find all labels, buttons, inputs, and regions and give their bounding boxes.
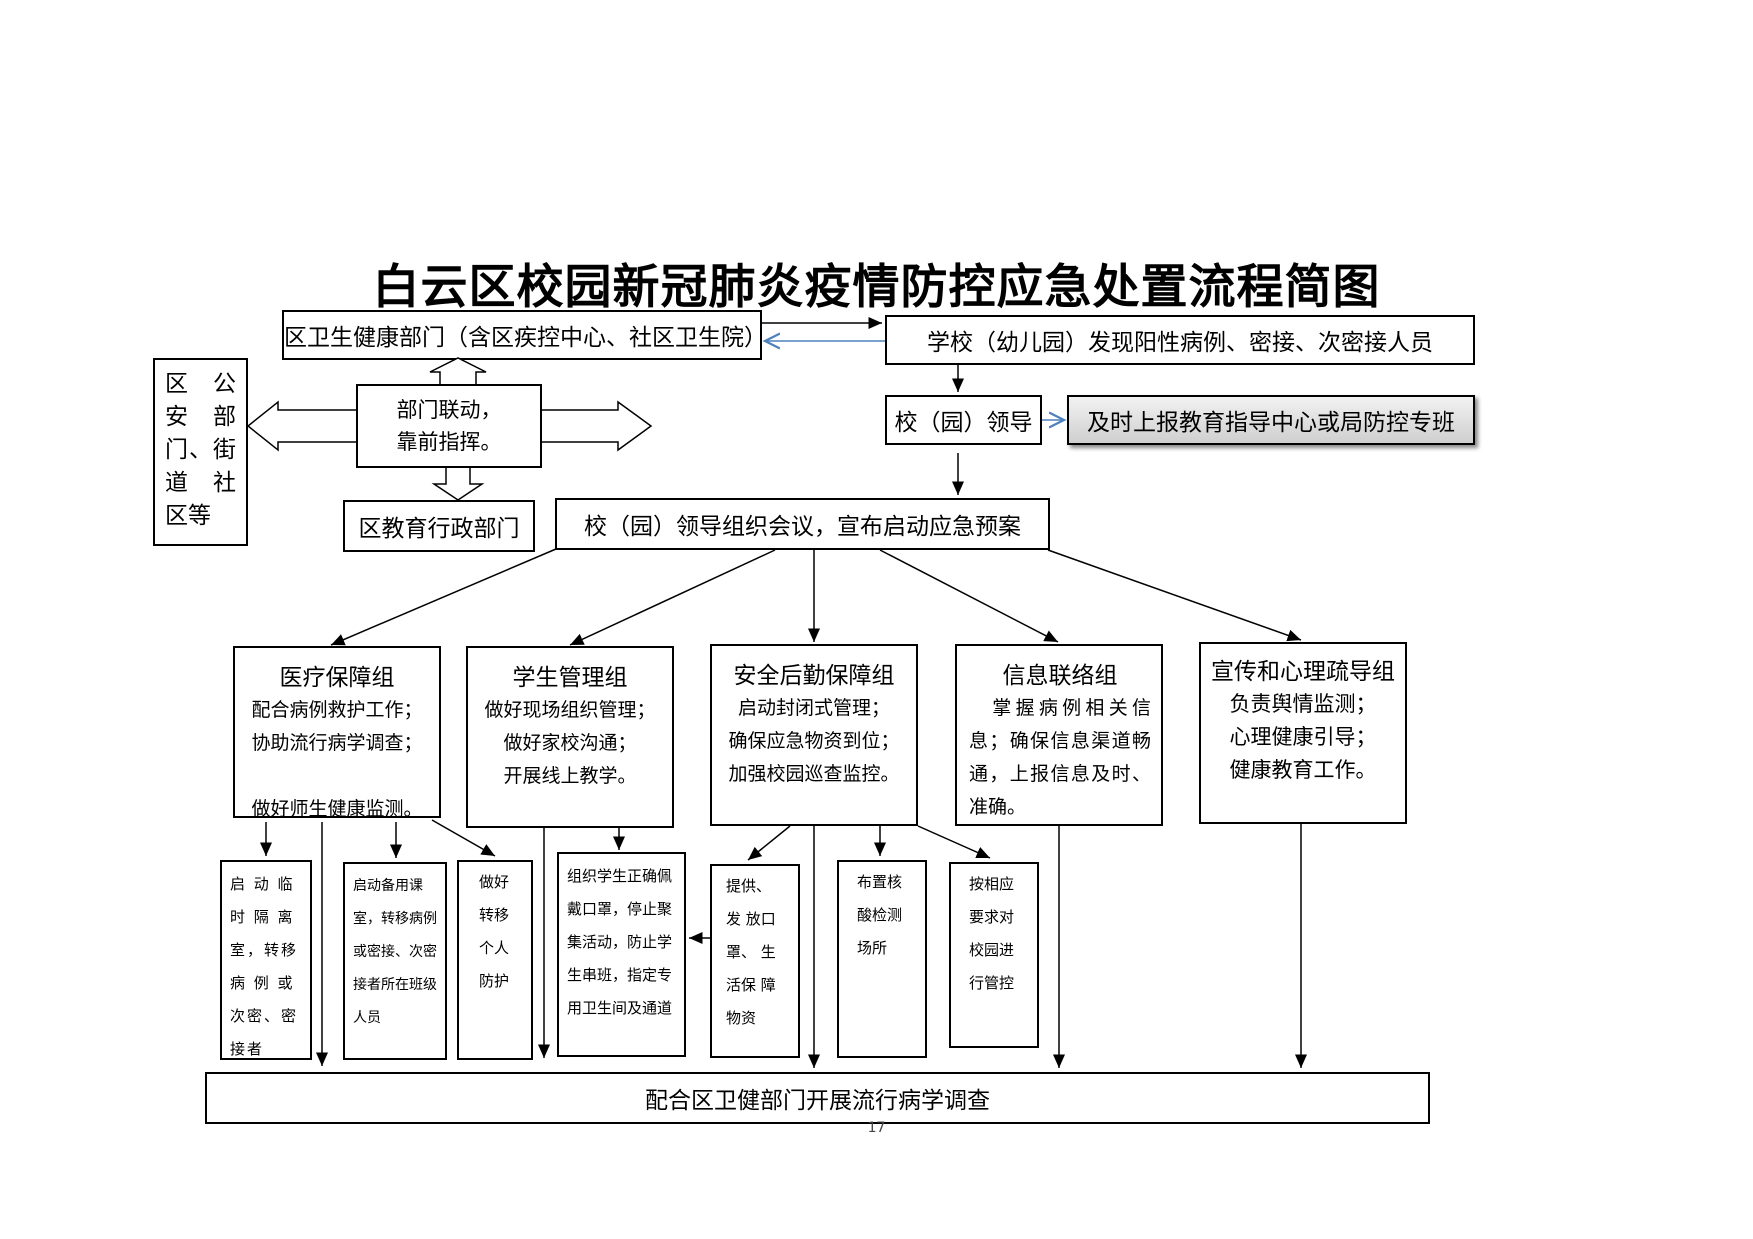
group-logistics: 安全后勤保障组 启动封闭式管理； 确保应急物资到位； 加强校园巡查监控。 [710, 644, 918, 826]
bottom-box: 配合区卫健部门开展流行病学调查 [205, 1072, 1430, 1124]
subtask-label: 做好 转移 个人 防护 [479, 873, 510, 990]
block-arrow-down [431, 468, 485, 501]
meeting-label: 校（园）领导组织会议，宣布启动应急预案 [584, 514, 1021, 540]
subtask-testing: 布置核 酸检测 场所 [837, 860, 927, 1058]
page-number: 17 [867, 1120, 886, 1136]
subtask-protection: 做好 转移 个人 防护 [457, 860, 533, 1060]
arrow-meeting-to-liaison [879, 549, 1059, 643]
group-name: 学生管理组 [512, 665, 628, 691]
group-text: 配合病例救护工作； 协助流行病学调查； 做好师生健康监测。 [251, 699, 423, 820]
school-finds-label: 学校（幼儿园）发现阳性病例、密接、次密接人员 [927, 330, 1433, 356]
health-dept-box: 区卫生健康部门（含区疾控中心、社区卫生院） [282, 310, 767, 360]
group-name: 医疗保障组 [279, 665, 395, 691]
subtask-supplies: 提供、发 放口罩、 生活保 障物资 [710, 864, 800, 1058]
block-arrow-up [429, 357, 487, 384]
subtask-label: 启 动 临 时 隔 离 室，转移 病 例 或 次密、密 接者 [230, 875, 299, 1058]
group-student: 学生管理组 做好现场组织管理； 做好家校沟通； 开展线上教学。 [466, 646, 674, 828]
health-dept-label: 区卫生健康部门（含区疾控中心、社区卫生院） [284, 325, 767, 351]
subtask-label: 启动备用课室，转移病例或密接、次密接者所在班级人员 [353, 878, 437, 1026]
block-arrow-left [246, 400, 356, 452]
subtask-masks: 组织学生正确佩戴口罩，停止聚集活动，防止学生串班，指定专用卫生间及通道 [557, 852, 686, 1057]
bottom-label: 配合区卫健部门开展流行病学调查 [645, 1088, 990, 1114]
group-medical: 医疗保障组 配合病例救护工作； 协助流行病学调查； 做好师生健康监测。 [233, 646, 441, 820]
joint-command-label: 部门联动， 靠前指挥。 [396, 398, 502, 454]
page-title: 白云区校园新冠肺炎疫情防控应急处置流程简图 [372, 260, 1381, 315]
subtask-label: 组织学生正确佩戴口罩，停止聚集活动，防止学生串班，指定专用卫生间及通道 [567, 867, 673, 1017]
subtask-label: 提供、发 放口罩、 生活保 障物资 [726, 877, 776, 1027]
police-dept-label: 区 公 安 部 门、街 道 社 区等 [165, 371, 236, 529]
joint-command-box: 部门联动， 靠前指挥。 [356, 384, 542, 468]
block-arrow-right [542, 400, 653, 452]
group-text: 启动封闭式管理； 确保应急物资到位； 加强校园巡查监控。 [728, 697, 900, 785]
group-name: 宣传和心理疏导组 [1211, 659, 1395, 685]
group-text: 负责舆情监测； 心理健康引导； 健康教育工作。 [1229, 692, 1377, 782]
arrow-log-1 [747, 825, 791, 861]
group-text: 掌握病例相关信息；确保信息渠道畅通，上报信息及时、准确。 [969, 697, 1151, 818]
meeting-box: 校（园）领导组织会议，宣布启动应急预案 [555, 498, 1050, 550]
arrow-meeting-to-medical [330, 548, 557, 646]
school-leader-label: 校（园）领导 [894, 410, 1033, 436]
group-publicity: 宣传和心理疏导组 负责舆情监测； 心理健康引导； 健康教育工作。 [1199, 642, 1407, 824]
edu-admin-label: 区教育行政部门 [358, 516, 520, 542]
group-name: 安全后勤保障组 [733, 663, 895, 689]
report-box: 及时上报教育指导中心或局防控专班 [1067, 395, 1475, 445]
subtask-label: 布置核 酸检测 场所 [857, 873, 903, 957]
arrow-meeting-to-publicity [1047, 549, 1302, 642]
group-liaison: 信息联络组 掌握病例相关信息；确保信息渠道畅通，上报信息及时、准确。 [955, 644, 1163, 826]
report-label: 及时上报教育指导中心或局防控专班 [1087, 410, 1455, 436]
group-name: 信息联络组 [1002, 663, 1118, 689]
group-text: 做好现场组织管理； 做好家校沟通； 开展线上教学。 [484, 699, 656, 787]
arrow-log-3 [917, 825, 991, 859]
arrow-med-3 [431, 819, 496, 857]
school-finds-box: 学校（幼儿园）发现阳性病例、密接、次密接人员 [885, 315, 1475, 365]
school-leader-box: 校（园）领导 [885, 395, 1042, 445]
arrow-meeting-to-student [569, 549, 776, 646]
subtask-label: 按相应 要求对 校园进 行管控 [969, 875, 1015, 992]
subtask-campus-control: 按相应 要求对 校园进 行管控 [949, 862, 1039, 1048]
police-dept-box: 区 公 安 部 门、街 道 社 区等 [153, 358, 248, 546]
subtask-backup-room: 启动备用课室，转移病例或密接、次密接者所在班级人员 [343, 862, 447, 1060]
subtask-isolation: 启 动 临 时 隔 离 室，转移 病 例 或 次密、密 接者 [220, 860, 312, 1060]
edu-admin-box: 区教育行政部门 [343, 500, 535, 552]
